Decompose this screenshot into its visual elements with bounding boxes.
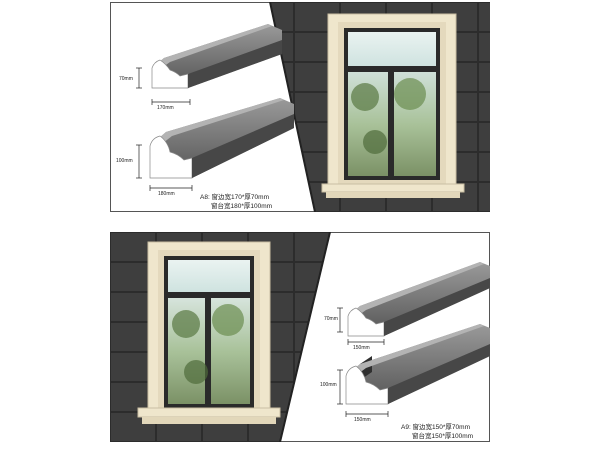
profile-a9-sill: [345, 324, 490, 405]
panel-a9-graphic: [110, 232, 490, 442]
window-a8: [321, 13, 465, 198]
a9-sill-width-label: 150mm: [354, 417, 371, 423]
a9-sill-height-label: 100mm: [320, 382, 337, 388]
profile-a8-frame: [151, 24, 282, 89]
a9-caption-line2: 窗台宽150*厚100mm: [412, 433, 474, 440]
window-a9: [137, 241, 281, 424]
a8-frame-height-label: 70mm: [119, 76, 133, 82]
panel-a8: 70mm 170mm 100mm 180mm A8: 窗边宽170*厚70mm …: [110, 2, 490, 212]
profile-a9-frame: [347, 262, 490, 337]
dimension-lines-a9: [337, 307, 389, 417]
a8-caption-line2: 窗台宽180*厚100mm: [211, 203, 273, 210]
a9-frame-width-label: 150mm: [353, 345, 370, 351]
a9-frame-height-label: 70mm: [324, 316, 338, 322]
a8-caption-line1: A8: 窗边宽170*厚70mm: [200, 194, 269, 201]
a8-sill-width-label: 180mm: [158, 191, 175, 197]
profile-a8-sill: [149, 98, 294, 179]
dimension-lines-a8: [136, 67, 193, 191]
a8-sill-height-label: 100mm: [116, 158, 133, 164]
panel-a9: 70mm 150mm 100mm 150mm A9: 窗边宽150*厚70mm …: [110, 232, 490, 442]
a8-frame-width-label: 170mm: [157, 105, 174, 111]
a9-caption-line1: A9: 窗边宽150*厚70mm: [401, 424, 470, 431]
panel-a8-graphic: [110, 2, 490, 212]
